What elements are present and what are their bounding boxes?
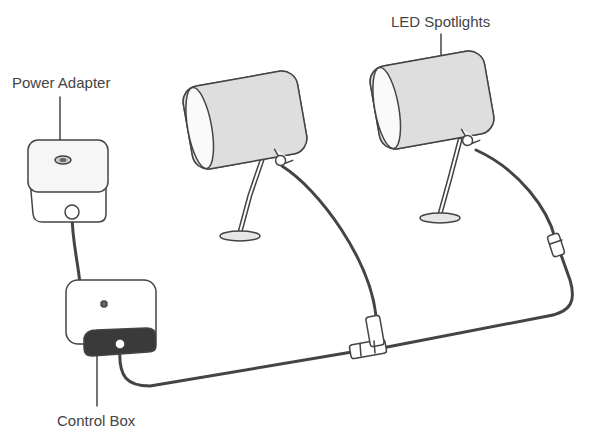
cable <box>382 252 572 348</box>
t-junction <box>349 315 387 359</box>
cable <box>476 150 555 238</box>
part-label: Power Adapter <box>12 74 110 92</box>
cable <box>282 166 376 316</box>
part-label: LED Spotlights <box>391 13 490 31</box>
power-adapter <box>28 140 108 222</box>
cable <box>120 348 352 386</box>
led-spotlight <box>181 69 311 241</box>
led-spotlight <box>368 49 498 223</box>
part-label: Control Box <box>57 412 135 430</box>
control-box <box>66 280 156 356</box>
inline-connector <box>547 233 565 258</box>
cable <box>72 214 80 284</box>
